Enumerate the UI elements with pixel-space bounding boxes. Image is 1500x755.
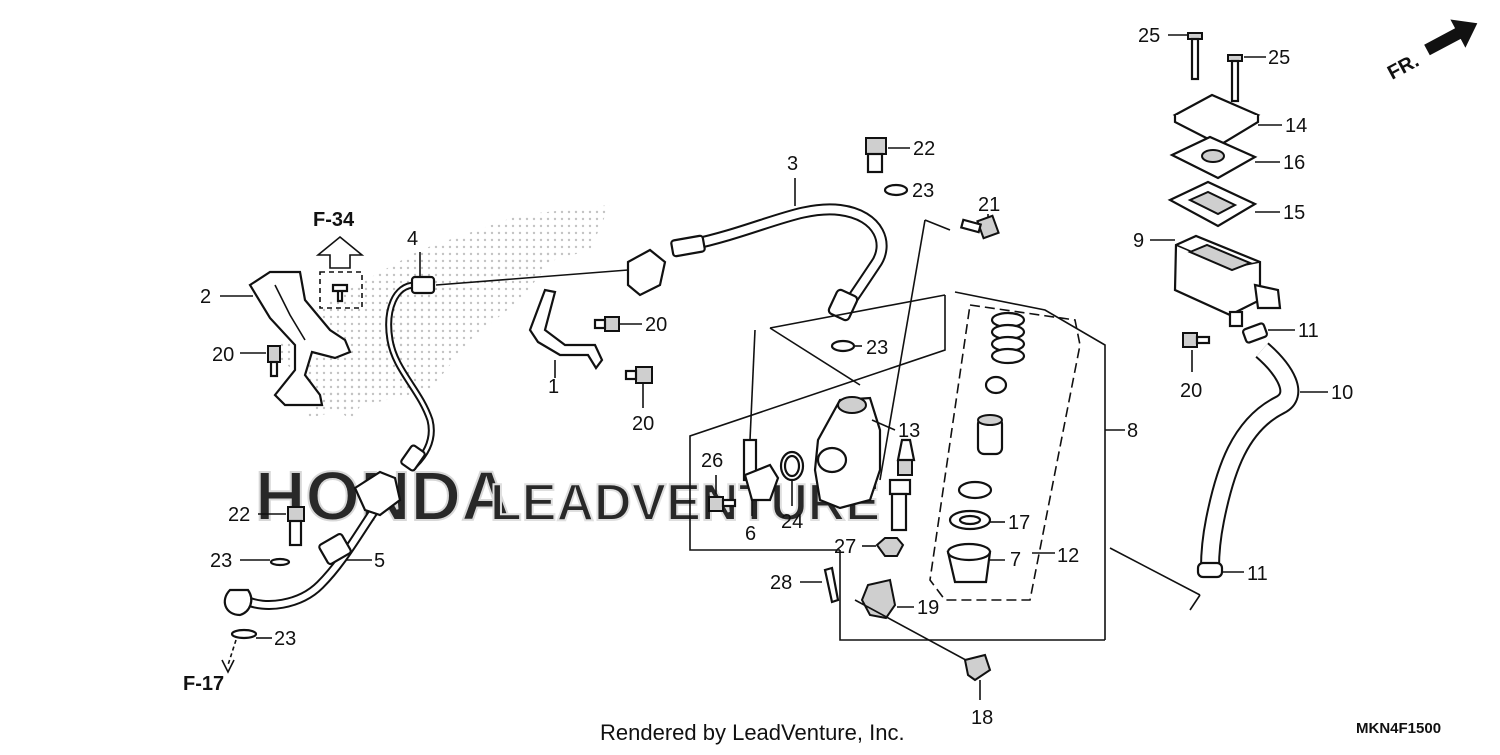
callout-20c: 20 (632, 413, 654, 435)
part-15-diaphragm (1167, 180, 1258, 228)
part-13-master-cylinder (813, 396, 896, 510)
part-2-bracket (248, 270, 352, 407)
part-20-bolt-mid-a (593, 316, 620, 332)
part-26-bolt (708, 496, 737, 512)
callout-4: 4 (407, 228, 418, 250)
part-25-bolt-a (1187, 32, 1203, 81)
callout-23d: 23 (274, 628, 296, 650)
part-20-bolt-right (1182, 332, 1211, 348)
callout-7: 7 (1010, 549, 1021, 571)
part-28-pin (823, 566, 840, 604)
callout-20a: 20 (212, 344, 234, 366)
part-seal (957, 480, 993, 500)
part-7-boot (946, 542, 992, 584)
f17-label: F-17 (183, 673, 224, 695)
callout-12: 12 (1057, 545, 1079, 567)
part-17-circlip (948, 509, 992, 531)
part-23-washer-c (883, 183, 909, 197)
callout-8: 8 (1127, 420, 1138, 442)
f17-reference: F-17 (183, 639, 237, 695)
callout-20b: 20 (645, 314, 667, 336)
part-6-fitting (742, 329, 780, 502)
callout-17: 17 (1008, 512, 1030, 534)
part-21-bolt (959, 214, 1000, 240)
fr-direction-indicator: FR. (1384, 19, 1478, 85)
part-1-bracket (528, 288, 604, 370)
clip-box (319, 271, 363, 309)
callout-9: 9 (1133, 230, 1144, 252)
part-11-clamp-top (1242, 322, 1268, 344)
callout-16: 16 (1283, 152, 1305, 174)
front-arrow-icon (1424, 19, 1478, 56)
callout-19: 19 (917, 597, 939, 619)
callout-13: 13 (898, 420, 920, 442)
callout-10: 10 (1331, 382, 1353, 404)
callout-23a: 23 (912, 180, 934, 202)
callout-18: 18 (971, 707, 993, 729)
part-23-washer-b (230, 628, 258, 640)
part-20-bolt-left (267, 345, 281, 378)
up-arrow-icon (315, 235, 365, 269)
assembly-outline (689, 291, 1106, 641)
callout-25a: 25 (1138, 25, 1160, 47)
callout-24: 24 (781, 511, 803, 533)
part-22-bolt-left (287, 506, 305, 547)
callout-23b: 23 (866, 337, 888, 359)
callout-15: 15 (1283, 202, 1305, 224)
part-pushrod (888, 438, 916, 532)
callout-25b: 25 (1268, 47, 1290, 69)
part-23-washer-a (269, 557, 291, 567)
callout-1: 1 (548, 376, 559, 398)
watermark: HONDA LEADVENTURE (254, 205, 881, 536)
part-23-washer-d (830, 339, 856, 353)
callout-22a: 22 (913, 138, 935, 160)
part-18-clip (963, 653, 992, 682)
f34-label: F-34 (313, 209, 355, 231)
part-20-bolt-mid-b (624, 366, 653, 384)
part-9-reservoir (1173, 234, 1282, 328)
part-10-hose (1200, 342, 1300, 569)
part-22-bolt-top (865, 137, 887, 174)
part-25-bolt-b (1227, 54, 1243, 103)
callout-26: 26 (701, 450, 723, 472)
diagram-code: MKN4F1500 (1356, 720, 1441, 737)
callout-28: 28 (770, 572, 792, 594)
part-16-plate (1169, 135, 1258, 180)
kit-outline (929, 304, 1081, 601)
part-3-hose (435, 203, 888, 322)
part-cup (984, 375, 1008, 395)
callout-3: 3 (787, 153, 798, 175)
watermark-partner: LEADVENTURE (490, 474, 880, 532)
callout-2: 2 (200, 286, 211, 308)
callout-14: 14 (1285, 115, 1307, 137)
callout-23c: 23 (210, 550, 232, 572)
callout-27: 27 (834, 536, 856, 558)
part-14-cap (1172, 93, 1261, 147)
part-27-nut (875, 537, 905, 557)
fr-label: FR. (1384, 50, 1423, 85)
callout-5: 5 (374, 550, 385, 572)
callout-11b: 11 (1247, 563, 1268, 585)
callout-22b: 22 (228, 504, 250, 526)
part-spring (990, 311, 1026, 365)
callout-20d: 20 (1180, 380, 1202, 402)
part-4-hose (385, 275, 436, 472)
clip-icon (331, 283, 349, 303)
footer-credit: Rendered by LeadVenture, Inc. (600, 720, 905, 745)
callout-21: 21 (978, 194, 1000, 216)
part-piston (976, 414, 1004, 456)
callout-6: 6 (745, 523, 756, 545)
callout-11a: 11 (1298, 320, 1319, 342)
part-11-clamp-bottom (1196, 561, 1224, 579)
f34-reference: F-34 (313, 209, 365, 309)
part-5-hose (223, 470, 402, 617)
